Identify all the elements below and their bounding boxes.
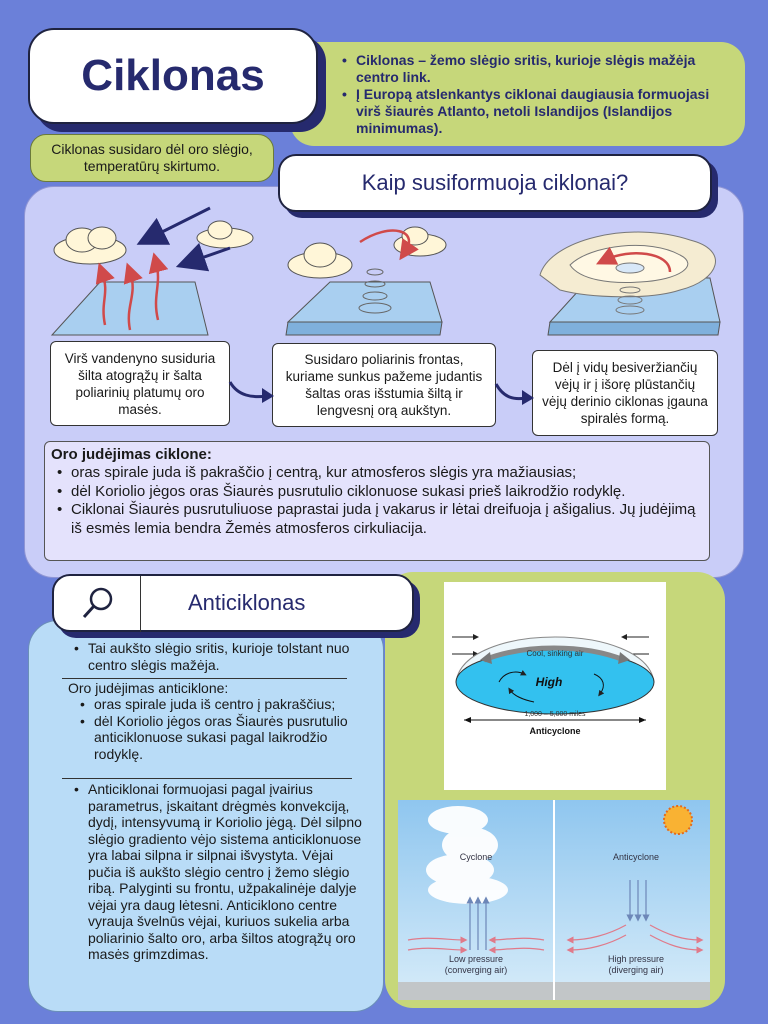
origin-note: Ciklonas susidaro dėl oro slėgio, temper… xyxy=(30,134,274,182)
diagram2-left-title: Cyclone xyxy=(460,852,493,862)
divider-line xyxy=(62,678,347,679)
step-text: Susidaro poliarinis frontas, kuriame sun… xyxy=(285,352,483,418)
heading-divider xyxy=(140,576,141,632)
diagram2-left-caption: Low pressure xyxy=(449,954,503,964)
step-card-1: Virš vandenyno susiduria šilta atogrąžų … xyxy=(50,341,230,426)
movement-box: Oro judėjimas ciklone: oras spirale juda… xyxy=(44,441,710,561)
movement-bullet: Ciklonai Šiaurės pusrutuliuose paprastai… xyxy=(55,501,699,538)
title-card: Ciklonas xyxy=(28,28,318,124)
step-text: Dėl į vidų besiveržiančių vėjų ir į išor… xyxy=(542,360,708,426)
formation-heading: Kaip susiformuoja ciklonai? xyxy=(361,170,629,195)
step-text: Virš vandenyno susiduria šilta atogrąžų … xyxy=(64,350,216,417)
anticyclone-definition: Tai aukšto slėgio sritis, kurioje tolsta… xyxy=(72,640,362,673)
pressure-diagram: Cyclone Anticyclone Low pressure (conver… xyxy=(398,800,710,1000)
anticyclone-movement-bullet: oras spirale juda iš centro į pakraščius… xyxy=(78,696,348,713)
anticyclone-heading-card: Anticiklonas xyxy=(52,574,414,632)
movement-heading: Oro judėjimas ciklone: xyxy=(51,446,212,463)
divider-line xyxy=(62,778,352,779)
intro-bullets: Ciklonas – žemo slėgio sritis, kurioje s… xyxy=(340,52,735,137)
anticyclone-movement-heading: Oro judėjimas anticiklone: xyxy=(68,680,229,696)
cloud-icon xyxy=(196,220,254,249)
diagram1-caption: Anticyclone xyxy=(529,726,580,736)
definition-bullet: Tai aukšto slėgio sritis, kurioje tolsta… xyxy=(72,640,362,673)
origin-note-text: Ciklonas susidaro dėl oro slėgio, temper… xyxy=(51,141,253,174)
intro-bullet: Ciklonas – žemo slėgio sritis, kurioje s… xyxy=(340,52,735,86)
page-title: Ciklonas xyxy=(81,51,265,100)
movement-bullet: oras spirale juda iš pakraščio į centrą,… xyxy=(55,464,699,483)
cloud-icon xyxy=(53,226,127,265)
arrow-right-icon xyxy=(494,383,534,405)
formation-bullet: Anticiklonai formuojasi pagal įvairius p… xyxy=(72,781,366,963)
formation-illustrations xyxy=(50,206,721,336)
diagram2-left-caption: (converging air) xyxy=(445,965,508,975)
diagram2-right-caption: (diverging air) xyxy=(608,965,663,975)
diagram1-scale-label: 1,000 – 5,000 miles xyxy=(524,711,586,718)
diagram2-right-title: Anticyclone xyxy=(613,852,659,862)
movement-bullet: dėl Koriolio jėgos oras Šiaurės pusrutul… xyxy=(55,483,699,502)
anticyclone-movement-bullet: dėl Koriolio jėgos oras Šiaurės pusrutul… xyxy=(78,713,348,763)
anticyclone-heading: Anticiklonas xyxy=(188,590,306,615)
step-card-3: Dėl į vidų besiveržiančių vėjų ir į išor… xyxy=(532,350,718,436)
magnifier-icon xyxy=(82,587,113,619)
diagram1-top-label: Cool, sinking air xyxy=(527,649,584,658)
anticyclone-diagram: Cool, sinking air High 1,000 – 5,000 mil… xyxy=(444,582,666,790)
diagram1-center-label: High xyxy=(536,675,563,689)
intro-bullet: Į Europą atslenkantys ciklonai daugiausi… xyxy=(340,86,735,137)
anticyclone-movement-bullets: oras spirale juda iš centro į pakraščius… xyxy=(78,696,348,762)
anticyclone-formation: Anticiklonai formuojasi pagal įvairius p… xyxy=(72,781,366,963)
arrow-right-icon xyxy=(228,381,274,403)
step-card-2: Susidaro poliarinis frontas, kuriame sun… xyxy=(272,343,496,427)
cloud-icon xyxy=(287,226,447,279)
formation-heading-card: Kaip susiformuoja ciklonai? xyxy=(278,154,712,212)
diagram2-right-caption: High pressure xyxy=(608,954,664,964)
